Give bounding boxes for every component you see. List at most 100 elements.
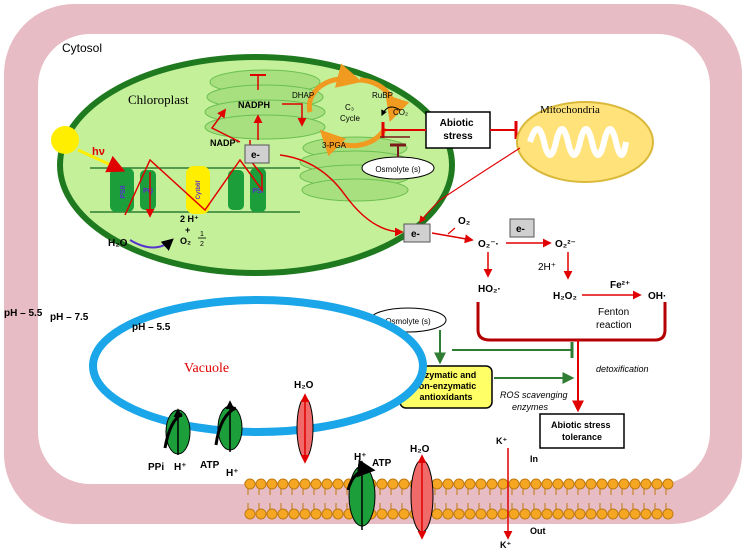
lipid-head bbox=[574, 478, 586, 490]
lipid-head bbox=[585, 478, 597, 490]
lipid-head bbox=[508, 508, 520, 520]
lipid-head bbox=[255, 508, 267, 520]
lipid-head bbox=[651, 508, 663, 520]
vacuolar-ppase: PPi H⁺ bbox=[148, 408, 191, 473]
lipid-head bbox=[519, 478, 531, 490]
svg-text:PPi: PPi bbox=[148, 462, 164, 473]
h2o2-label: H₂O₂ bbox=[553, 291, 577, 302]
pq-complex: PQ bbox=[140, 170, 156, 210]
ho2-label: HO₂· bbox=[478, 284, 501, 295]
pm-atpase: H⁺ ATP bbox=[346, 452, 392, 530]
lipid-head bbox=[618, 508, 630, 520]
lipid-head bbox=[530, 478, 542, 490]
lipid-head bbox=[508, 478, 520, 490]
lipid-head bbox=[519, 508, 531, 520]
lipid-head bbox=[376, 478, 388, 490]
svg-text:Cytb6f: Cytb6f bbox=[196, 180, 202, 200]
plasma-membrane bbox=[244, 478, 674, 522]
svg-text:O₂: O₂ bbox=[180, 236, 191, 246]
svg-text:DHAP: DHAP bbox=[292, 91, 314, 100]
lipid-head bbox=[530, 508, 542, 520]
vacuolar-atpase: ATP H⁺ bbox=[200, 400, 243, 479]
svg-text:H₂O: H₂O bbox=[108, 238, 128, 249]
svg-text:1: 1 bbox=[200, 231, 204, 238]
lipid-head bbox=[640, 508, 652, 520]
lipid-head bbox=[486, 478, 498, 490]
svg-text:Enzymatic and non-enzymati: Enzymatic and non-enzymatic antioxidants bbox=[413, 370, 479, 402]
cytb6f-complex: Cytb6f bbox=[186, 166, 210, 214]
svg-text:CO₂: CO₂ bbox=[393, 108, 408, 117]
calvin-cycle: DHAP RuBP C₃ Cycle 3-PGA CO₂ bbox=[292, 63, 410, 157]
detox-bracket bbox=[476, 302, 667, 342]
lipid-head bbox=[596, 478, 608, 490]
svg-text:Fenton: Fenton bbox=[598, 307, 629, 318]
lipid-head bbox=[321, 478, 333, 490]
lipid-head bbox=[574, 508, 586, 520]
svg-text:e-: e- bbox=[411, 229, 420, 240]
nadph-label: NADPH bbox=[238, 100, 270, 110]
svg-text:ATP: ATP bbox=[200, 460, 220, 471]
vacuolar-aquaporin: H₂O bbox=[294, 380, 314, 464]
lipid-head bbox=[442, 508, 454, 520]
lipid-head bbox=[277, 508, 289, 520]
svg-text:Osmolyte (s): Osmolyte (s) bbox=[385, 317, 431, 326]
svg-text:K⁺: K⁺ bbox=[496, 436, 507, 446]
svg-text:H₂O: H₂O bbox=[410, 444, 430, 455]
mitochondria-label: Mitochondria bbox=[540, 104, 600, 116]
light-source: hν bbox=[51, 126, 126, 173]
lipid-head bbox=[310, 478, 322, 490]
lipid-head bbox=[288, 508, 300, 520]
lipid-head bbox=[563, 508, 575, 520]
lipid-head bbox=[398, 478, 410, 490]
svg-text:K⁺: K⁺ bbox=[500, 540, 511, 550]
lipid-head bbox=[662, 478, 674, 490]
svg-text:H⁺: H⁺ bbox=[174, 462, 187, 473]
fe-label: Fe²⁺ bbox=[610, 280, 630, 291]
lipid-head bbox=[629, 478, 641, 490]
svg-text:3-PGA: 3-PGA bbox=[322, 141, 347, 150]
lipid-head bbox=[640, 478, 652, 490]
lipid-head bbox=[255, 478, 267, 490]
svg-text:e-: e- bbox=[251, 150, 260, 161]
lipid-head bbox=[464, 508, 476, 520]
nadp-label: NADP⁺ bbox=[210, 138, 241, 148]
lipid-head bbox=[442, 478, 454, 490]
lipid-head bbox=[244, 508, 256, 520]
svg-text:enzymes: enzymes bbox=[512, 402, 549, 412]
lipid-head bbox=[552, 508, 564, 520]
svg-text:H⁺: H⁺ bbox=[226, 468, 239, 479]
lipid-head bbox=[486, 508, 498, 520]
svg-text:Out: Out bbox=[530, 526, 546, 536]
ph-cytosol-label: pH – 7.5 bbox=[50, 312, 89, 323]
lipid-head bbox=[607, 478, 619, 490]
lipid-head bbox=[497, 478, 509, 490]
thylakoid-stack-top bbox=[204, 69, 326, 140]
lipid-head bbox=[541, 508, 553, 520]
lipid-head bbox=[464, 478, 476, 490]
svg-text:+: + bbox=[185, 225, 190, 235]
svg-text:C₃: C₃ bbox=[345, 103, 354, 112]
svg-text:e-: e- bbox=[516, 224, 525, 235]
svg-text:Abiotic stress tolerance: Abiotic stress tolerance bbox=[551, 420, 613, 442]
lipid-head bbox=[662, 508, 674, 520]
e-box-chloroplast bbox=[244, 144, 270, 164]
psii-complex: PSII bbox=[110, 168, 134, 212]
lipid-head bbox=[266, 478, 278, 490]
k-channel: K⁺ In Out K⁺ bbox=[496, 436, 546, 550]
lipid-head bbox=[321, 508, 333, 520]
ph-vacuole-label: pH – 5.5 bbox=[132, 322, 171, 333]
svg-text:RuBP: RuBP bbox=[372, 91, 393, 100]
lipid-head bbox=[244, 478, 256, 490]
lipid-head bbox=[563, 478, 575, 490]
lipid-head bbox=[596, 508, 608, 520]
lipid-head bbox=[398, 508, 410, 520]
lipid-head bbox=[431, 478, 443, 490]
vacuole bbox=[89, 296, 427, 436]
lipid-head bbox=[453, 478, 465, 490]
stress-tolerance-box bbox=[539, 413, 625, 449]
lipid-head bbox=[387, 508, 399, 520]
svg-text:PQ: PQ bbox=[143, 188, 154, 195]
oh-label: OH· bbox=[648, 291, 666, 302]
lipid-head bbox=[299, 508, 311, 520]
